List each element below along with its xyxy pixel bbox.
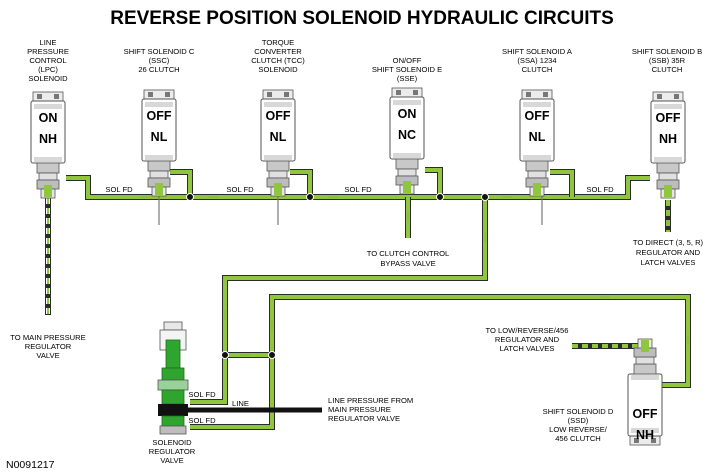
svg-text:LATCH VALVES: LATCH VALVES — [641, 258, 696, 267]
solenoid-ssc: OFF NL — [141, 89, 177, 197]
note-line-from-main: LINE PRESSURE FROM MAIN PRESSURE REGULAT… — [328, 396, 413, 423]
svg-text:SOL FD: SOL FD — [344, 185, 372, 194]
note-clutch-bypass: TO CLUTCH CONTROL BYPASS VALVE — [367, 249, 450, 268]
svg-text:LINE PRESSURE FROM: LINE PRESSURE FROM — [328, 396, 413, 405]
svg-text:MAIN PRESSURE: MAIN PRESSURE — [328, 405, 391, 414]
svg-text:REGULATOR: REGULATOR — [25, 342, 72, 351]
svg-text:SOLENOID: SOLENOID — [28, 74, 68, 83]
note-main-pressure-regulator: TO MAIN PRESSURE REGULATOR VALVE — [10, 333, 85, 360]
figure-id: N0091217 — [6, 459, 55, 471]
solenoid-ssc-type: NL — [151, 130, 168, 144]
svg-text:LATCH VALVES: LATCH VALVES — [500, 344, 555, 353]
solenoid-lpc-state: ON — [39, 111, 58, 125]
junction-dots — [186, 193, 489, 359]
svg-text:SHIFT SOLENOID C: SHIFT SOLENOID C — [124, 47, 195, 56]
svg-text:(SSE): (SSE) — [397, 74, 418, 83]
solenoid-ssb: OFF NH — [650, 91, 686, 199]
solenoid-ssa-label: SHIFT SOLENOID A (SSA) 1234 CLUTCH — [502, 47, 573, 74]
svg-text:SOL FD: SOL FD — [586, 185, 614, 194]
solenoid-ssb-type: NH — [659, 132, 677, 146]
line-label: LINE — [232, 399, 249, 408]
solenoid-ssa-type: NL — [529, 130, 546, 144]
svg-text:(SSA) 1234: (SSA) 1234 — [517, 56, 556, 65]
solenoid-ssa-state: OFF — [525, 109, 550, 123]
svg-text:SOLENOID: SOLENOID — [258, 65, 298, 74]
solenoid-sse-state: ON — [398, 107, 417, 121]
svg-text:CLUTCH: CLUTCH — [522, 65, 553, 74]
svg-text:REGULATOR AND: REGULATOR AND — [636, 248, 701, 257]
note-low-reverse-regulator: TO LOW/REVERSE/456 REGULATOR AND LATCH V… — [486, 326, 569, 353]
svg-text:LOW REVERSE/: LOW REVERSE/ — [549, 425, 608, 434]
svg-text:(SSB) 35R: (SSB) 35R — [649, 56, 686, 65]
svg-text:SOLENOID: SOLENOID — [152, 438, 192, 447]
svg-text:SOL FD: SOL FD — [188, 416, 216, 425]
svg-text:CLUTCH: CLUTCH — [652, 65, 683, 74]
solenoid-ssd-label: SHIFT SOLENOID D (SSD) LOW REVERSE/ 456 … — [543, 407, 614, 443]
svg-text:(SSC): (SSC) — [149, 56, 170, 65]
solenoid-lpc: ON NH — [30, 91, 66, 199]
flow-arrows — [48, 197, 688, 355]
svg-text:SHIFT SOLENOID A: SHIFT SOLENOID A — [502, 47, 573, 56]
solenoid-tcc-state: OFF — [266, 109, 291, 123]
solenoid-stems — [158, 195, 543, 225]
svg-text:VALVE: VALVE — [160, 456, 183, 465]
svg-text:(LPC): (LPC) — [38, 65, 58, 74]
svg-text:VALVE: VALVE — [36, 351, 59, 360]
svg-text:SOL FD: SOL FD — [188, 390, 216, 399]
diagram-title: REVERSE POSITION SOLENOID HYDRAULIC CIRC… — [110, 8, 614, 29]
svg-text:CLUTCH (TCC): CLUTCH (TCC) — [251, 56, 305, 65]
svg-text:456 CLUTCH: 456 CLUTCH — [555, 434, 601, 443]
svg-text:BYPASS VALVE: BYPASS VALVE — [380, 259, 435, 268]
solenoid-sse: ON NC — [389, 87, 425, 195]
solenoid-tcc-label: TORQUE CONVERTER CLUTCH (TCC) SOLENOID — [251, 38, 305, 74]
solenoid-lpc-type: NH — [39, 132, 57, 146]
dashed-output-lines — [45, 198, 671, 365]
svg-text:ON/OFF: ON/OFF — [393, 56, 422, 65]
solenoid-ssb-label: SHIFT SOLENOID B (SSB) 35R CLUTCH — [632, 47, 702, 74]
note-solenoid-regulator: SOLENOID REGULATOR VALVE — [149, 438, 196, 465]
svg-text:SHIFT SOLENOID B: SHIFT SOLENOID B — [632, 47, 702, 56]
svg-text:SHIFT SOLENOID E: SHIFT SOLENOID E — [372, 65, 442, 74]
svg-text:CONTROL: CONTROL — [29, 56, 66, 65]
solenoid-ssa: OFF NL — [519, 89, 555, 197]
solenoid-ssc-label: SHIFT SOLENOID C (SSC) 26 CLUTCH — [124, 47, 195, 74]
svg-text:TO DIRECT (3, 5, R): TO DIRECT (3, 5, R) — [633, 238, 704, 247]
solenoid-sse-type: NC — [398, 128, 416, 142]
solenoid-tcc: OFF NL — [260, 89, 296, 197]
solenoid-lpc-label: LINE PRESSURE CONTROL (LPC) SOLENOID — [27, 38, 69, 83]
solenoid-ssc-state: OFF — [147, 109, 172, 123]
svg-text:PRESSURE: PRESSURE — [27, 47, 69, 56]
note-direct-regulator: TO DIRECT (3, 5, R) REGULATOR AND LATCH … — [633, 238, 704, 267]
solenoid-ssd-type: NH — [636, 428, 654, 442]
sol-fd-labels: SOL FD SOL FD SOL FD SOL FD SOL FD SOL F… — [105, 185, 614, 425]
solenoid-ssb-state: OFF — [656, 111, 681, 125]
svg-text:TO CLUTCH CONTROL: TO CLUTCH CONTROL — [367, 249, 450, 258]
svg-text:SOL FD: SOL FD — [226, 185, 254, 194]
svg-text:REGULATOR AND: REGULATOR AND — [495, 335, 560, 344]
svg-text:26 CLUTCH: 26 CLUTCH — [138, 65, 179, 74]
svg-text:REGULATOR: REGULATOR — [149, 447, 196, 456]
svg-text:TO LOW/REVERSE/456: TO LOW/REVERSE/456 — [486, 326, 569, 335]
solenoid-tcc-type: NL — [270, 130, 287, 144]
green-pipes — [66, 167, 691, 430]
svg-text:SHIFT SOLENOID D: SHIFT SOLENOID D — [543, 407, 614, 416]
solenoid-sse-label: ON/OFF SHIFT SOLENOID E (SSE) — [372, 56, 442, 83]
svg-text:SOL FD: SOL FD — [105, 185, 133, 194]
svg-text:TORQUE: TORQUE — [262, 38, 294, 47]
svg-text:TO MAIN PRESSURE: TO MAIN PRESSURE — [10, 333, 85, 342]
svg-text:CONVERTER: CONVERTER — [254, 47, 302, 56]
svg-text:LINE: LINE — [40, 38, 57, 47]
solenoid-regulator-valve — [157, 321, 189, 435]
svg-text:(SSD): (SSD) — [568, 416, 589, 425]
svg-text:REGULATOR VALVE: REGULATOR VALVE — [328, 414, 400, 423]
solenoid-ssd-state: OFF — [633, 407, 658, 421]
